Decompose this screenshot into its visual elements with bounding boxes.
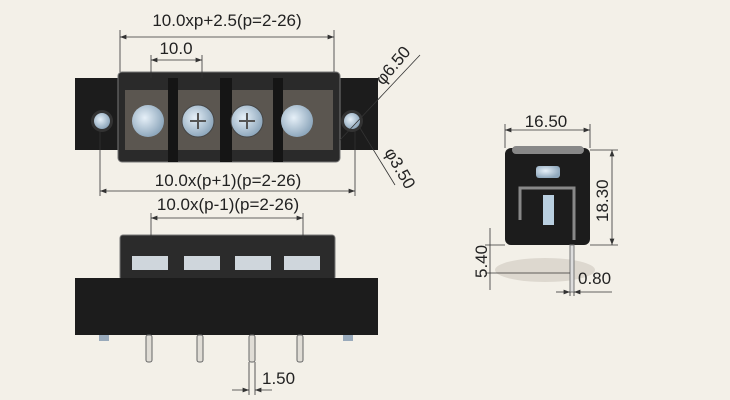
- pin-width-label: 1.50: [262, 369, 295, 388]
- side-screw-thread: [543, 195, 554, 225]
- front-body: [75, 278, 378, 335]
- width-label: 16.50: [525, 112, 568, 131]
- top-view: 10.0xp+2.5(p=2-26) 10.0 10.0x(p+1)(p=2-2…: [75, 11, 421, 196]
- side-pin: [569, 244, 575, 293]
- hole-outer-label: φ6.50: [372, 43, 415, 89]
- pin-span-label: 10.0x(p-1)(p=2-26): [157, 195, 299, 214]
- front-view: 10.0x(p-1)(p=2-26) 1.50: [75, 195, 378, 395]
- pins: [145, 334, 304, 363]
- mounting-span-label: 10.0x(p+1)(p=2-26): [155, 171, 301, 190]
- overall-length-label: 10.0xp+2.5(p=2-26): [152, 11, 301, 30]
- pin-thickness-label: 0.80: [578, 269, 611, 288]
- pin-length-label: 5.40: [472, 245, 491, 278]
- terminal-screws: [132, 256, 320, 270]
- pitch-label: 10.0: [159, 39, 192, 58]
- height-label: 18.30: [593, 179, 612, 222]
- barriers: [168, 78, 283, 162]
- side-view: 16.50 18.30 5.40 0.80: [472, 112, 618, 296]
- side-screw-head: [536, 166, 560, 178]
- hole-inner-label: φ3.50: [381, 145, 420, 193]
- screw-icons: [91, 104, 363, 138]
